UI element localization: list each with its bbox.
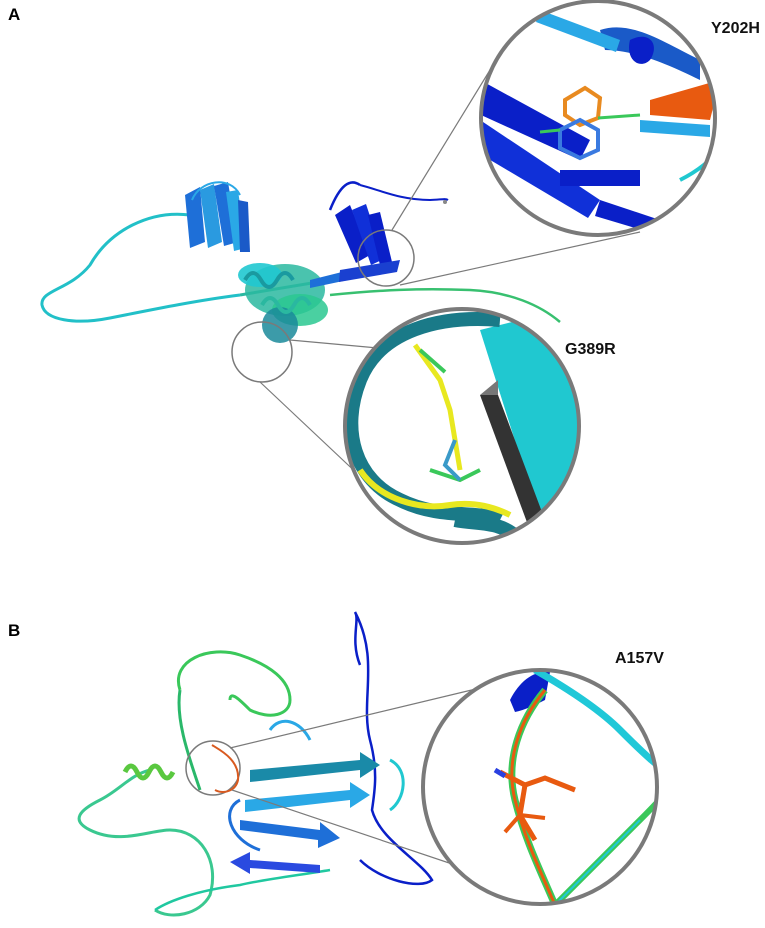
site-circle-a157v <box>185 740 241 796</box>
site-circle-y202h <box>357 229 415 287</box>
zoom-a157v <box>421 668 659 906</box>
panel-b-letter: B <box>8 621 20 640</box>
zoom-g389r <box>343 307 581 545</box>
panel-b: B <box>8 611 664 917</box>
beta-strand-3 <box>240 820 340 848</box>
beta-strand-1 <box>245 782 370 812</box>
beta-domain-right <box>328 181 449 282</box>
zoom-y202h <box>479 0 717 237</box>
mutation-label-g389r: G389R <box>565 341 616 358</box>
protein-structure-b <box>77 611 434 917</box>
helical-core <box>238 263 350 343</box>
mutation-label-y202h: Y202H <box>711 20 760 37</box>
beta-domain-left <box>185 181 250 252</box>
protein-structure-a <box>40 181 561 343</box>
site-circle-g389r <box>231 321 293 383</box>
beta-strand-4 <box>230 852 320 874</box>
panel-a: A <box>8 0 760 545</box>
mutation-label-a157v: A157V <box>615 650 664 667</box>
beta-strand-2 <box>250 752 380 782</box>
panel-a-letter: A <box>8 5 20 24</box>
